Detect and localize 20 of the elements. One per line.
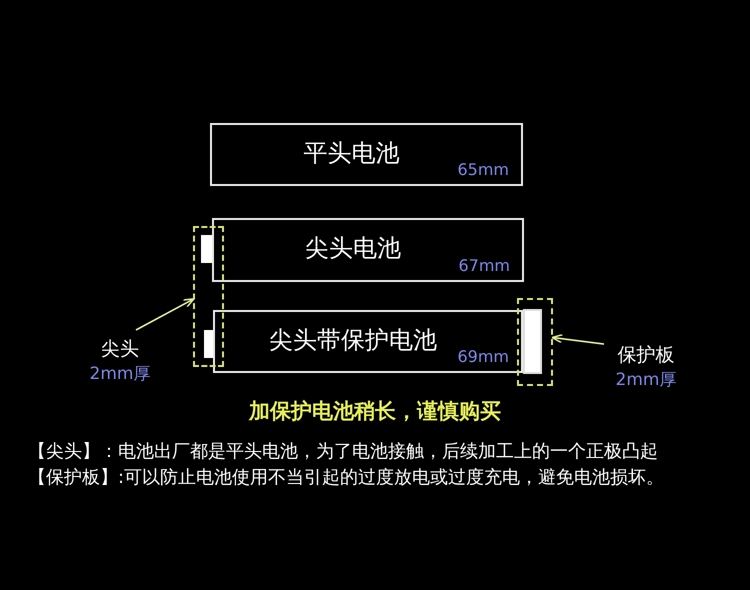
warning-heading: 加保护电池稍长，谨慎购买 bbox=[248, 398, 502, 425]
dashed-highlight-box bbox=[193, 226, 224, 367]
thickness-label: 2mm厚 bbox=[616, 369, 676, 392]
note-text: 【尖头】：电池出厂都是平头电池，为了电池接触，后续加工上的一个正极凸起 bbox=[28, 440, 658, 464]
battery-box bbox=[210, 123, 523, 186]
length-label: 67mm bbox=[458, 256, 510, 276]
thickness-label: 2mm厚 bbox=[90, 363, 150, 386]
length-label: 65mm bbox=[457, 160, 509, 180]
battery-name: 尖头带保护电池 bbox=[268, 325, 438, 356]
callout-text: 尖头 bbox=[101, 337, 139, 362]
arrow bbox=[136, 298, 195, 331]
battery-name: 平头电池 bbox=[302, 138, 400, 169]
battery-box bbox=[213, 310, 523, 373]
length-label: 69mm bbox=[457, 347, 509, 367]
note-text: 【保护板】:可以防止电池使用不当引起的过度放电或过度充电，避免电池损坏。 bbox=[28, 466, 664, 490]
battery-name: 尖头电池 bbox=[304, 233, 402, 264]
callout-text: 保护板 bbox=[618, 343, 674, 368]
dashed-highlight-box bbox=[517, 298, 553, 386]
battery-box bbox=[212, 218, 524, 282]
arrow bbox=[551, 334, 604, 345]
